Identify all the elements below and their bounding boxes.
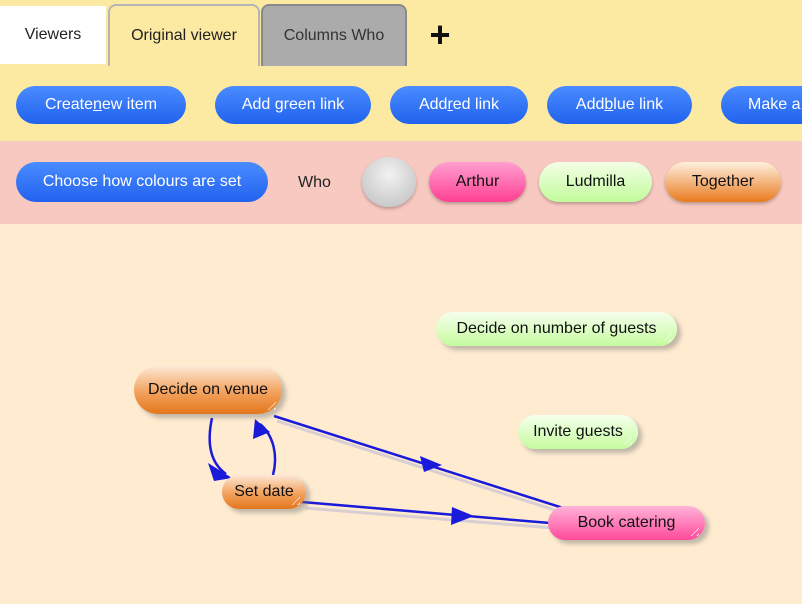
colour-option-none[interactable] (362, 157, 416, 207)
link-venue-to-setdate[interactable] (208, 417, 227, 476)
arrowhead-setdate-venue (253, 419, 270, 439)
node-label: Set date (234, 483, 294, 500)
choose-colours-button[interactable]: Choose how colours are set (16, 162, 268, 202)
tab-original-viewer[interactable]: Original viewer (108, 4, 260, 66)
add-tab-button[interactable]: + (429, 14, 451, 55)
node-decide-on-venue[interactable]: Decide on venue (134, 366, 282, 414)
colour-settings-bar: Choose how colours are set Who Arthur Lu… (0, 141, 802, 224)
colour-option-together[interactable]: Together (665, 162, 781, 202)
red-label-post: ed link (452, 96, 500, 113)
node-decide-number-of-guests[interactable]: Decide on number of guests (436, 312, 677, 346)
diagram-canvas[interactable]: Decide on number of guests Decide on ven… (0, 224, 802, 604)
add-green-link-button[interactable]: Add green link (215, 86, 371, 124)
node-label: Book catering (577, 514, 676, 531)
who-label: Who (298, 174, 331, 191)
tab-columns-who[interactable]: Columns Who (261, 4, 407, 66)
create-label-pre: Create (44, 96, 93, 113)
blue-label-post: lue link (613, 96, 664, 113)
arrowhead-venue-catering (420, 456, 442, 472)
node-set-date[interactable]: Set date (222, 475, 306, 509)
links-layer (208, 414, 568, 530)
red-label-pre: Add (418, 96, 448, 113)
create-label-post: ew item (101, 96, 158, 113)
blue-label-key: b (604, 96, 614, 113)
create-label-key: n (93, 96, 102, 113)
make-button[interactable]: Make a (721, 86, 802, 124)
link-setdate-to-catering[interactable] (301, 500, 551, 525)
arrowhead-setdate-catering (451, 507, 474, 525)
node-invite-guests[interactable]: Invite guests (518, 415, 638, 449)
tab-viewers[interactable]: Viewers (0, 6, 106, 64)
tab-bar: Viewers Original viewer Columns Who + (0, 0, 802, 66)
colour-option-arthur[interactable]: Arthur (429, 162, 526, 202)
node-label: Decide on number of guests (456, 320, 657, 337)
blue-label-pre: Add (575, 96, 605, 113)
colour-option-ludmilla[interactable]: Ludmilla (539, 162, 652, 202)
node-label: Decide on venue (147, 381, 269, 398)
link-venue-to-catering[interactable] (273, 414, 564, 510)
red-label-key: r (447, 96, 453, 113)
node-book-catering[interactable]: Book catering (548, 506, 705, 540)
node-label: Invite guests (533, 423, 623, 440)
arrowhead-venue-setdate (208, 463, 232, 481)
